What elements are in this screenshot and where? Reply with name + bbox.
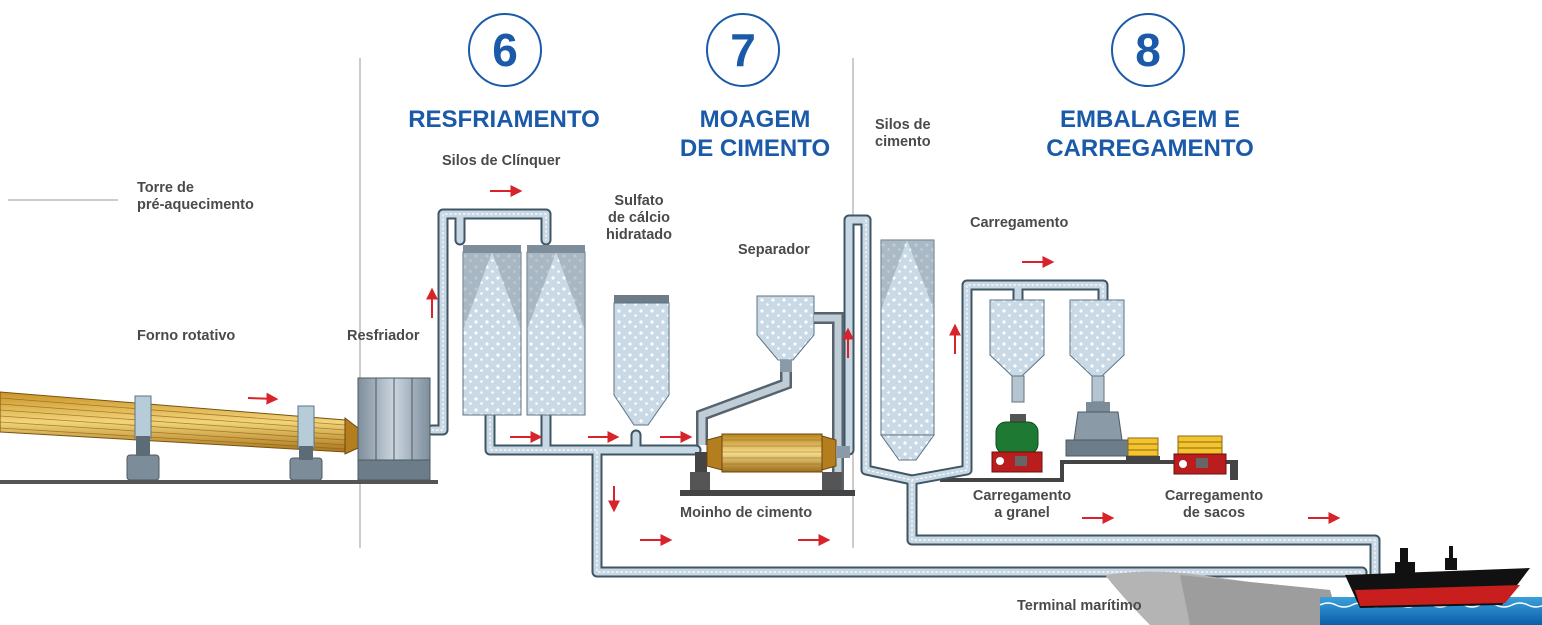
step-7-title: MOAGEM DE CIMENTO	[679, 106, 831, 162]
label-loading: Carregamento	[970, 215, 1069, 231]
cooler	[357, 377, 431, 481]
label-sea-terminal: Terminal marítimo	[1017, 598, 1142, 614]
step-6-title: RESFRIAMENTO	[408, 106, 600, 133]
cement-mill	[690, 433, 850, 490]
label-clinker-silos: Silos de Clínquer	[442, 153, 561, 169]
label-rotary-kiln: Forno rotativo	[137, 328, 236, 344]
cement-silo	[880, 239, 935, 461]
label-gypsum: Sulfato de cálcio hidratado	[605, 193, 673, 243]
cement-bags	[1126, 437, 1160, 460]
step-6-badge: 6	[468, 13, 542, 87]
label-cooler: Resfriador	[347, 328, 420, 344]
ground-lines	[0, 460, 1238, 496]
label-preheater-tower: Torre de pré-aquecimento	[137, 180, 254, 213]
bulk-truck	[991, 414, 1043, 473]
step-8-title: EMBALAGEM E CARREGAMENTO	[1046, 106, 1254, 162]
gypsum-hopper	[613, 295, 670, 426]
rotary-kiln	[0, 391, 359, 481]
step-8-badge: 8	[1111, 13, 1185, 87]
label-cement-silos: Silos de cimento	[875, 117, 931, 150]
clinker-silos	[462, 245, 586, 416]
label-bulk-loading: Carregamento a granel	[972, 488, 1072, 521]
conveyor-pipes	[426, 208, 1381, 606]
ship	[1345, 546, 1530, 608]
label-separator: Separador	[738, 242, 810, 258]
step-7-badge: 7	[706, 13, 780, 87]
label-bag-loading: Carregamento de sacos	[1164, 488, 1264, 521]
loading-hoppers	[989, 299, 1129, 457]
bag-truck	[1173, 435, 1227, 475]
separator	[696, 295, 844, 490]
flow-arrows	[247, 185, 1341, 546]
label-cement-mill: Moinho de cimento	[680, 505, 813, 521]
